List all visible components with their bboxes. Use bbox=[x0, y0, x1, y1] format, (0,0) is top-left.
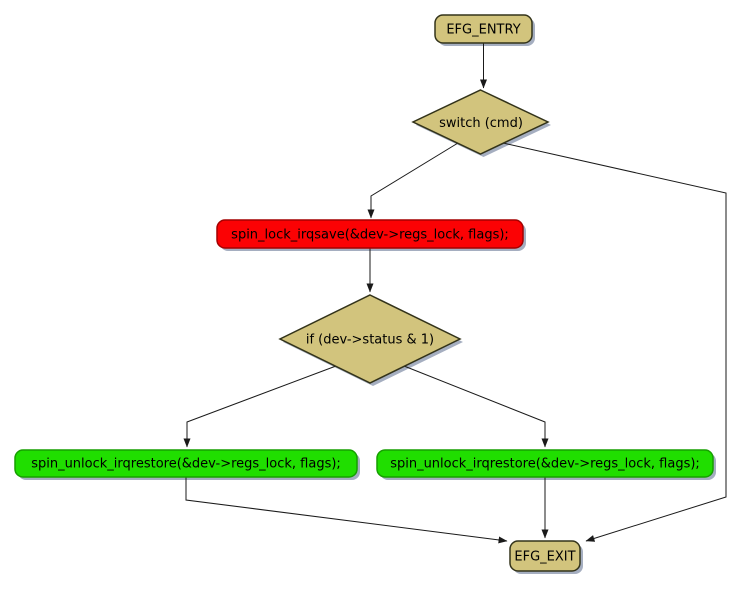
entry-node bbox=[434, 14, 533, 44]
edge-switch-to-spin-lock bbox=[367, 142, 459, 219]
edge-switch-to-exit bbox=[502, 142, 727, 542]
if-decision-label: if (dev->status & 1) bbox=[306, 333, 434, 348]
spin-unlock-right-node bbox=[376, 449, 714, 478]
spin-unlock-left-node-label: spin_unlock_irqrestore(&dev->regs_lock, … bbox=[31, 457, 341, 472]
exit-node-label: EFG_EXIT bbox=[514, 550, 575, 565]
switch-decision-label: switch (cmd) bbox=[439, 116, 523, 131]
if-decision bbox=[278, 294, 462, 384]
spin-unlock-left-node bbox=[14, 449, 358, 478]
spin-unlock-right-node-label: spin_unlock_irqrestore(&dev->regs_lock, … bbox=[390, 457, 700, 472]
edge-if-to-unlock-right bbox=[403, 365, 549, 448]
spin-lock-node bbox=[216, 219, 524, 249]
entry-node-label: EFG_ENTRY bbox=[446, 23, 520, 38]
edge-unlock-left-to-exit bbox=[185, 477, 508, 544]
switch-decision bbox=[411, 89, 550, 155]
spin-lock-node-label: spin_lock_irqsave(&dev->regs_lock, flags… bbox=[231, 228, 509, 243]
edge-if-to-unlock-left bbox=[183, 365, 337, 448]
nodes: EFG_ENTRY switch (cmd) spin_lock_irqsave… bbox=[14, 14, 714, 572]
exit-node bbox=[509, 540, 581, 572]
edges bbox=[183, 43, 727, 544]
